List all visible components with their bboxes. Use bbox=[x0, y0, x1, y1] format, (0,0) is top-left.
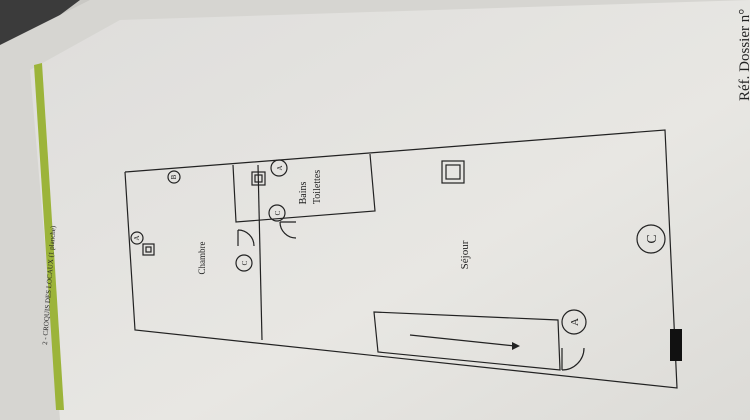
room-label-bains: Bains bbox=[298, 182, 309, 205]
marker-c-bains bbox=[268, 204, 286, 222]
marker-c-sejour bbox=[636, 224, 666, 254]
marker-c-chambre bbox=[235, 254, 253, 272]
door-entry bbox=[561, 347, 585, 371]
arrow-head bbox=[512, 342, 520, 350]
door-chambre bbox=[237, 229, 255, 247]
bains-wall bbox=[232, 153, 376, 223]
room-label-chambre: Chambre bbox=[197, 242, 207, 275]
marker-c-label: C bbox=[241, 260, 249, 265]
marker-b-chambre bbox=[167, 170, 181, 184]
paper bbox=[30, 0, 750, 420]
room-label-sejour: Séjour bbox=[459, 240, 471, 269]
stairs-arrow bbox=[409, 334, 516, 347]
chambre-wall bbox=[257, 164, 263, 341]
outer-wall bbox=[124, 129, 678, 389]
marker-a-label: A bbox=[569, 318, 581, 326]
section-band bbox=[34, 63, 64, 410]
door-bains bbox=[279, 221, 297, 239]
marker-a-chambre bbox=[130, 231, 144, 245]
socket-bains bbox=[251, 171, 266, 186]
marker-c-label: C bbox=[274, 210, 282, 215]
marker-a-label: A bbox=[133, 235, 141, 240]
entry-door-mark bbox=[670, 329, 682, 361]
socket-sejour bbox=[441, 160, 465, 184]
marker-c-label: C bbox=[645, 234, 660, 243]
marker-a-bains bbox=[270, 159, 288, 177]
marker-a-sejour bbox=[561, 309, 587, 335]
reference-label: Réf. Dossier n° bbox=[737, 9, 750, 101]
room-label-toilettes: Toilettes bbox=[312, 170, 323, 204]
marker-b-label: B bbox=[170, 174, 178, 179]
socket-chambre bbox=[142, 243, 155, 256]
marker-a-label: A bbox=[276, 165, 284, 170]
stairs bbox=[373, 311, 561, 371]
